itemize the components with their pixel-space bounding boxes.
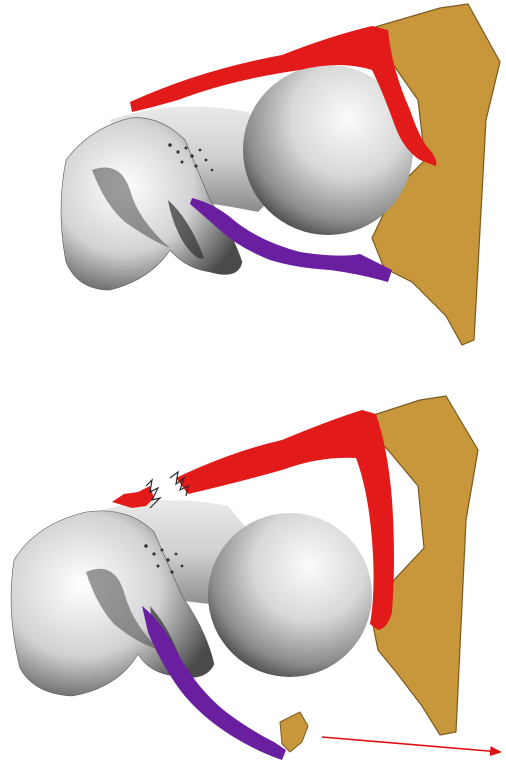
femoral-head-bottom [208, 513, 372, 677]
pointer-arrow [322, 737, 500, 752]
top-panel [61, 4, 500, 345]
bone-fragment [280, 712, 308, 752]
bottom-panel [11, 396, 500, 760]
